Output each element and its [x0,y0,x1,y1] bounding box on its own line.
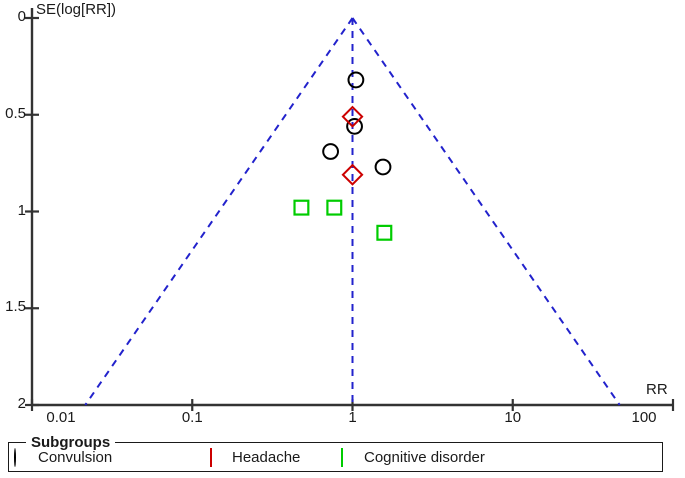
legend-label: Headache [232,449,301,466]
x-tick-label: 0.01 [46,409,76,426]
y-tick-label: 1 [17,201,26,219]
legend-title: Subgroups [26,434,116,451]
funnel-right-bound [351,17,621,406]
x-tick-label: 100 [631,409,657,426]
diamond-marker-icon [208,448,225,467]
plot-canvas [25,8,675,411]
data-point-diamond [341,105,364,128]
legend-item-convulsion: Convulsion [14,448,113,467]
y-tick-label: 0 [17,8,26,25]
legend-item-cognitive-disorder: Cognitive disorder [340,448,485,467]
legend-label: Convulsion [38,449,113,466]
x-tick-label: 10 [504,409,522,426]
data-point-square [326,199,343,216]
data-point-diamond [341,163,364,186]
circle-marker-icon [14,448,31,467]
funnel-left-bound [84,17,354,406]
legend-box [8,442,663,472]
data-point-circle [322,143,339,160]
legend-label: Cognitive disorder [364,449,485,466]
x-tick-label: 1 [348,409,357,426]
data-point-square [293,199,310,216]
data-point-square [376,224,393,241]
legend-item-headache: Headache [208,448,301,467]
funnel-plot: SE(log[RR]) RR 0 0.5 1 1.5 2 0.01 0.1 1 10 100 [5,1,675,426]
x-tick-label: 0.1 [181,409,203,426]
y-tick-label: 1.5 [5,298,26,316]
y-tick-label: 0.5 [5,104,26,122]
data-point-circle [346,117,363,135]
data-point-circle [374,158,392,176]
data-point-circle [347,71,365,89]
square-marker-icon [340,448,357,467]
y-axis-label: SE(log[RR]) [36,1,117,18]
y-tick-label: 2 [17,395,26,412]
x-axis-label: RR [646,381,668,398]
